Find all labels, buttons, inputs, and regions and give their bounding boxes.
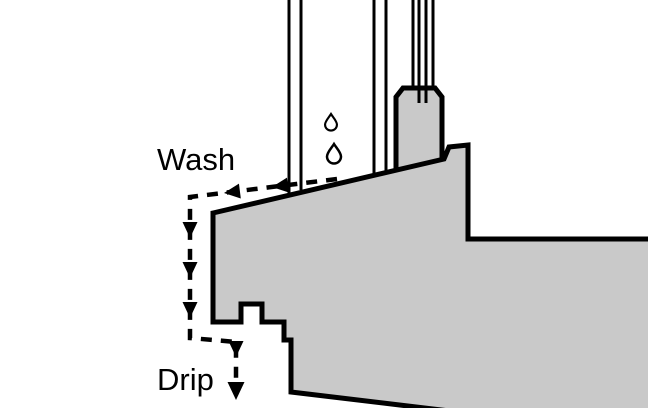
flow-arrowhead-down: [182, 222, 198, 238]
water-flow-path: [187, 176, 338, 394]
flow-arrowheads: [182, 177, 289, 400]
sill-cross-section: [210, 142, 648, 408]
water-drop-icon: [325, 141, 343, 165]
wash-label: Wash: [157, 142, 235, 177]
flow-arrowhead-left: [224, 183, 241, 199]
flow-arrowhead-down: [182, 302, 198, 318]
flow-arrowhead-down: [228, 341, 244, 357]
water-drop-icon: [323, 111, 339, 132]
flow-arrowhead-left: [272, 177, 289, 193]
drip-label: Drip: [157, 362, 214, 397]
drip-arrowhead-down: [227, 382, 245, 400]
flow-arrowhead-down: [182, 262, 198, 278]
